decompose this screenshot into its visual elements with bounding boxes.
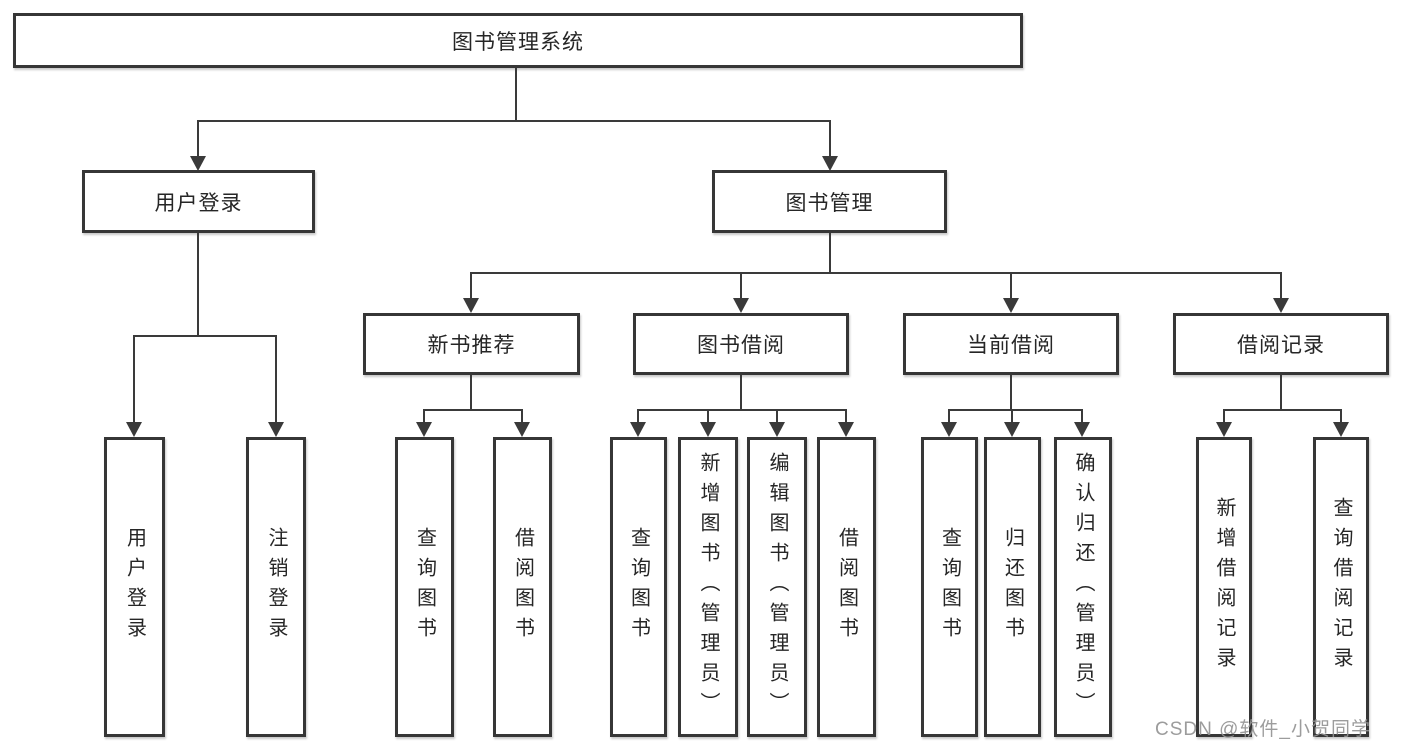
connector-line [423,409,523,411]
node-leaf-add-book-admin: 新增图书（管理员） [678,437,738,737]
node-book-borrow: 图书借阅 [633,313,849,375]
node-user-login: 用户登录 [82,170,315,233]
connector-line [829,233,831,272]
arrow-down-icon [1003,298,1019,313]
node-leaf-current-query-books-label: 查询图书 [938,527,961,647]
connector-line [197,233,199,335]
node-leaf-add-borrow-record: 新增借阅记录 [1196,437,1252,737]
node-leaf-borrow-query-books-label: 查询图书 [627,527,650,647]
node-borrow-records-label: 借阅记录 [1237,334,1325,357]
arrow-down-icon [822,156,838,171]
node-borrow-records: 借阅记录 [1173,313,1389,375]
node-root-label: 图书管理系统 [452,30,584,54]
node-leaf-edit-book-admin: 编辑图书（管理员） [747,437,807,737]
node-leaf-logout: 注销登录 [246,437,306,737]
node-new-book-recommend-label: 新书推荐 [427,334,516,357]
connector-line [1340,409,1342,423]
csdn-watermark: CSDN @软件_小贺同学 [1155,719,1371,740]
connector-line [1011,409,1013,423]
connector-line [423,409,425,423]
node-root-library-system: 图书管理系统 [13,13,1023,68]
node-leaf-confirm-return-admin-label: 确认归还（管理员） [1072,452,1094,722]
node-current-borrow-label: 当前借阅 [967,334,1055,357]
node-leaf-borrow-borrow-books: 借阅图书 [817,437,876,737]
connector-line [197,120,199,157]
node-leaf-newbook-query-books-label: 查询图书 [413,527,436,647]
node-leaf-return-books-label: 归还图书 [1001,527,1024,647]
node-leaf-add-book-admin-label: 新增图书（管理员） [697,452,719,722]
node-leaf-borrow-borrow-books-label: 借阅图书 [835,527,858,647]
connector-line [829,120,831,157]
arrow-down-icon [1273,298,1289,313]
connector-line [707,409,709,423]
connector-line [1010,272,1012,299]
arrow-down-icon [463,298,479,313]
arrow-down-icon [190,156,206,171]
connector-line [740,272,742,299]
arrow-down-icon [268,422,284,437]
node-leaf-add-borrow-record-label: 新增借阅记录 [1213,497,1235,677]
arrow-down-icon [1074,422,1090,437]
node-leaf-query-borrow-record: 查询借阅记录 [1313,437,1369,737]
arrow-down-icon [126,422,142,437]
node-leaf-newbook-borrow-books-label: 借阅图书 [511,527,534,647]
connector-line [521,409,523,423]
node-leaf-borrow-query-books: 查询图书 [610,437,667,737]
arrow-down-icon [630,422,646,437]
arrow-down-icon [838,422,854,437]
connector-line [1280,375,1282,409]
connector-line [1010,375,1012,409]
connector-line [948,409,950,423]
connector-line [515,68,517,120]
node-leaf-user-login: 用户登录 [104,437,165,737]
connector-line [275,335,277,423]
connector-line [470,272,1282,274]
arrow-down-icon [1216,422,1232,437]
connector-line [740,375,742,409]
connector-line [776,409,778,423]
node-current-borrow: 当前借阅 [903,313,1119,375]
arrow-down-icon [700,422,716,437]
arrow-down-icon [1333,422,1349,437]
connector-line [845,409,847,423]
node-leaf-confirm-return-admin: 确认归还（管理员） [1054,437,1112,737]
node-leaf-newbook-borrow-books: 借阅图书 [493,437,552,737]
node-new-book-recommend: 新书推荐 [363,313,580,375]
node-leaf-newbook-query-books: 查询图书 [395,437,454,737]
connector-line [948,409,1083,411]
node-leaf-current-query-books: 查询图书 [921,437,978,737]
connector-line [133,335,135,423]
arrow-down-icon [941,422,957,437]
connector-line [133,335,277,337]
arrow-down-icon [514,422,530,437]
connector-line [1081,409,1083,423]
node-leaf-logout-label: 注销登录 [265,527,287,647]
node-leaf-return-books: 归还图书 [984,437,1041,737]
arrow-down-icon [416,422,432,437]
connector-line [1223,409,1342,411]
node-leaf-query-borrow-record-label: 查询借阅记录 [1330,497,1352,677]
node-book-borrow-label: 图书借阅 [697,334,785,357]
connector-line [1280,272,1282,299]
arrow-down-icon [1004,422,1020,437]
node-leaf-user-login-label: 用户登录 [123,527,146,647]
connector-line [470,272,472,299]
connector-line [637,409,639,423]
node-user-login-label: 用户登录 [154,191,243,215]
node-book-management: 图书管理 [712,170,947,233]
node-leaf-edit-book-admin-label: 编辑图书（管理员） [766,452,788,722]
connector-line [197,120,831,122]
connector-line [470,375,472,409]
arrow-down-icon [733,298,749,313]
connector-line [1223,409,1225,423]
arrow-down-icon [769,422,785,437]
connector-line [637,409,847,411]
node-book-management-label: 图书管理 [785,191,874,215]
